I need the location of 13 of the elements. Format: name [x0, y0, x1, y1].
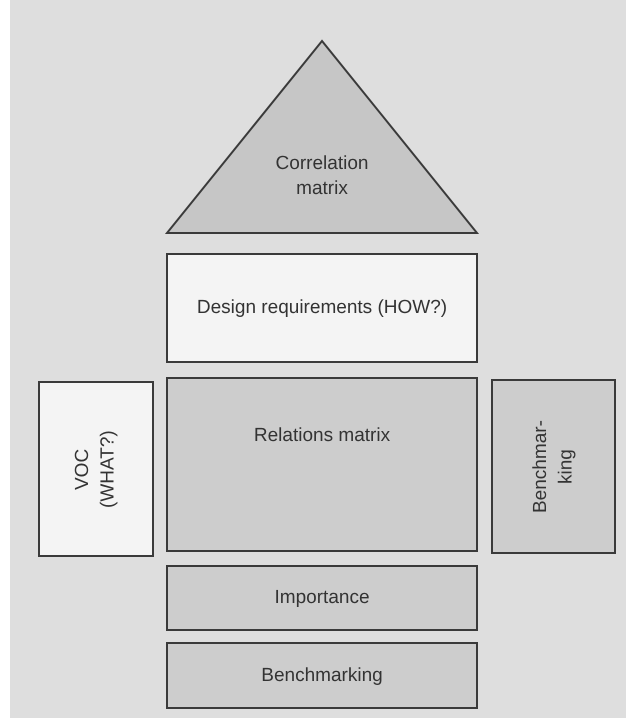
box-label: Benchmarking: [261, 664, 383, 688]
box-label: VOC (WHAT?): [71, 429, 120, 510]
box-label: Benchmar- king: [528, 419, 578, 515]
matrix-box: [166, 377, 478, 552]
matrix-box: [491, 379, 616, 554]
box-label: Relations matrix: [254, 424, 390, 448]
matrix-box: [38, 381, 154, 557]
box-label: Correlation matrix: [274, 152, 370, 202]
box-label: Importance: [274, 586, 370, 610]
matrix-box: [166, 253, 478, 363]
box-label: Design requirements (HOW?): [196, 296, 448, 320]
matrix-box: [166, 642, 478, 709]
matrix-box: [166, 565, 478, 631]
